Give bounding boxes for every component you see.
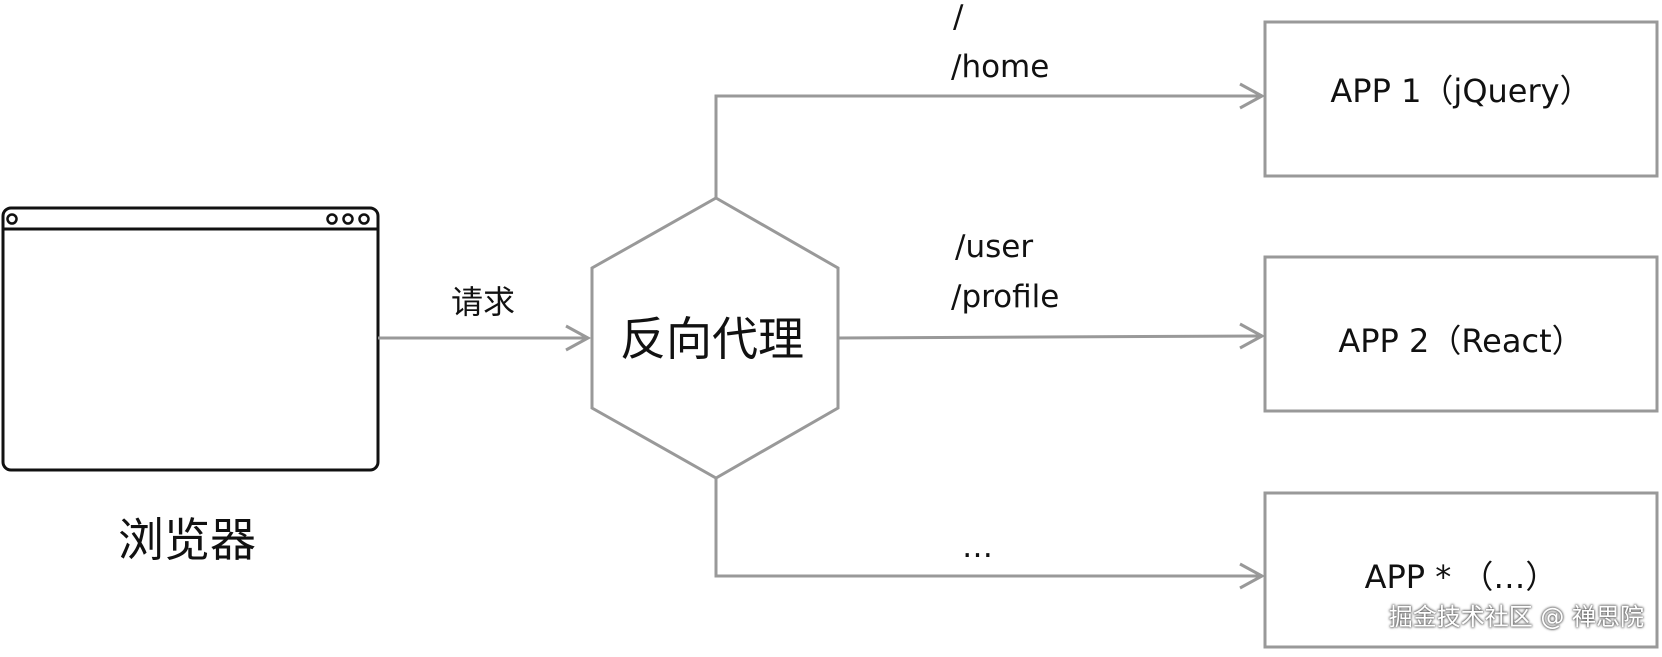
app-2-label: APP 2（React）: [1338, 322, 1584, 360]
route-1-line-2: /home: [951, 49, 1050, 85]
watermark: 掘金技术社区 @ 禅思院: [1388, 603, 1644, 631]
route-arrow-app3: [714, 478, 1266, 590]
app-box-1: [1263, 20, 1659, 178]
app-box-2: [1263, 255, 1659, 413]
route-arrow-app1: [714, 82, 1266, 198]
route-1-line-1: /: [953, 0, 964, 35]
browser-window-icon: [1, 206, 380, 472]
request-arrow: [378, 324, 592, 352]
route-arrow-app2: [837, 322, 1266, 350]
browser-label: 浏览器: [118, 513, 256, 567]
request-label: 请求: [451, 283, 516, 321]
route-3-line-1: …: [962, 529, 993, 565]
app-box-3: [1263, 491, 1659, 649]
proxy-label: 反向代理: [620, 312, 804, 366]
route-2-line-2: /profile: [951, 279, 1060, 315]
app-3-label: APP * （…）: [1364, 558, 1558, 596]
route-2-line-1: /user: [955, 229, 1034, 265]
app-1-label: APP 1（jQuery）: [1330, 72, 1592, 110]
